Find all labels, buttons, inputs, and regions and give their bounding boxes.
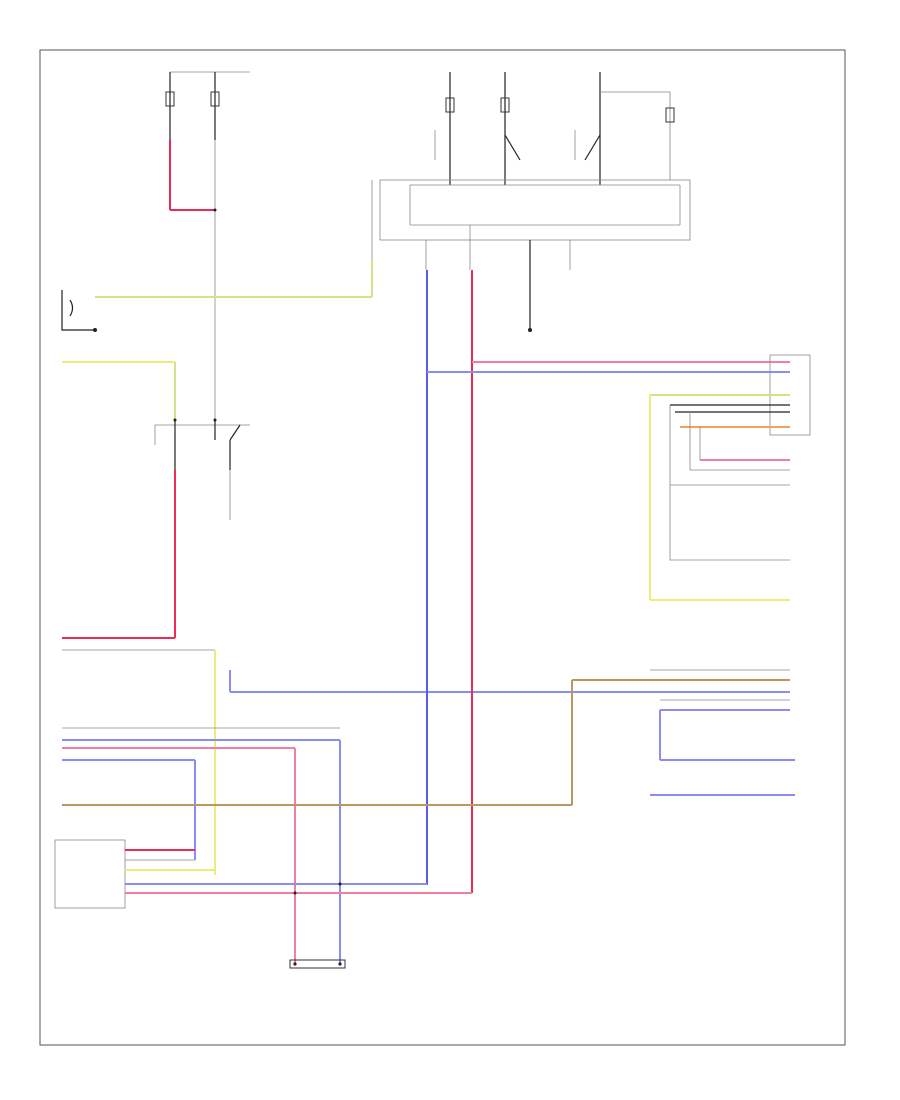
relay-switch-left [154, 418, 250, 470]
diagram-frame [39, 49, 846, 1046]
fuse-relay-group-top [434, 72, 675, 185]
control-module-box [371, 179, 691, 332]
connector-bottom-left [54, 839, 472, 909]
fuse-pair-top-left [165, 71, 250, 140]
sensor-left [61, 290, 97, 332]
motor-component-bottom [289, 959, 346, 969]
sensor-harness-right [669, 404, 790, 561]
